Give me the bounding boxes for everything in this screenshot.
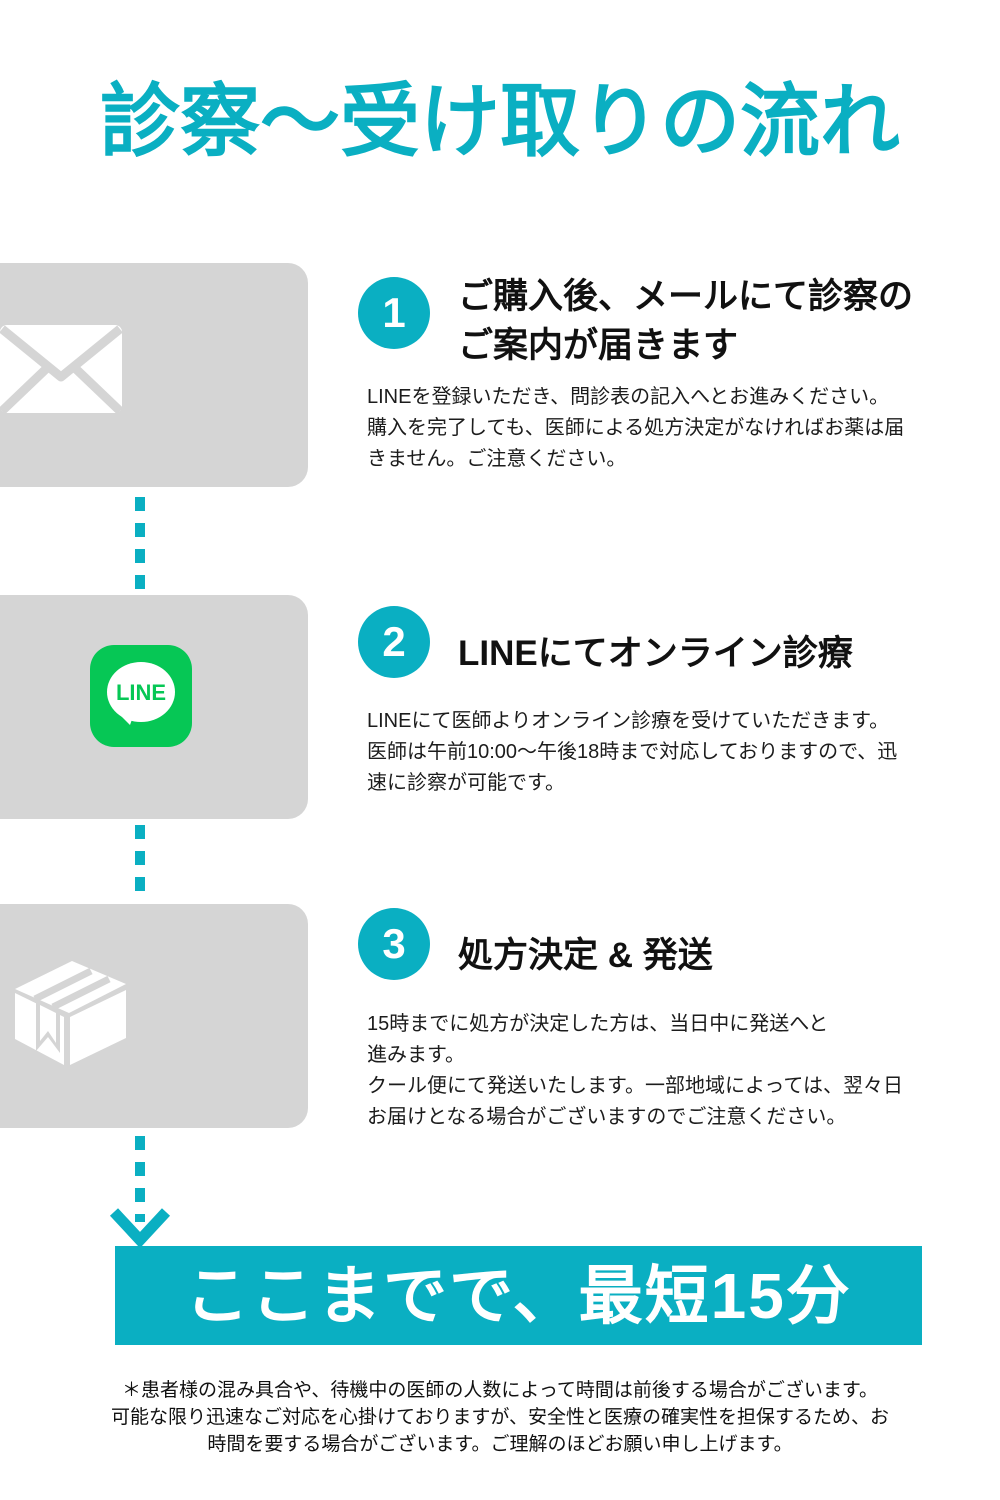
line-speech-bubble: LINE: [107, 662, 175, 725]
summary-banner-text: ここまでで、最短15分: [185, 1259, 852, 1332]
down-arrow-icon: [109, 1208, 171, 1249]
footer-disclaimer: ＊患者様の混み具合や、待機中の医師の人数によって時間は前後する場合がございます。…: [110, 1380, 890, 1455]
step3-heading: 処方決定 & 発送: [458, 936, 713, 975]
step1-body: LINEを登録いただき、問診表の記入へとお進みください。 購入を完了しても、医師…: [367, 386, 905, 470]
envelope-icon: [0, 325, 122, 413]
step3-number-badge: 3: [358, 908, 430, 980]
step1-icon-panel: [0, 263, 308, 487]
step1-number: 1: [382, 289, 406, 336]
step2-body: LINEにて医師よりオンライン診療を受けていただきます。 医師は午前10:00〜…: [367, 710, 898, 794]
summary-banner: ここまでで、最短15分: [115, 1246, 922, 1345]
line-icon-label: LINE: [116, 680, 166, 705]
flow-dashed-line: [135, 497, 145, 589]
flow-dashed-line: [135, 1136, 145, 1222]
step1-heading: ご購入後、メールにて診察の ご案内が届きます: [458, 277, 914, 365]
flow-dashed-line: [135, 825, 145, 898]
page-title: 診察〜受け取りの流れ: [100, 77, 900, 166]
step2-heading: LINEにてオンライン診療: [458, 634, 853, 673]
line-app-icon: LINE: [90, 645, 192, 747]
step3-body: 15時までに処方が決定した方は、当日中に発送へと 進みます。 クール便にて発送い…: [367, 1013, 903, 1128]
step3-number: 3: [382, 920, 406, 967]
step1-number-badge: 1: [358, 277, 430, 349]
step2-number-badge: 2: [358, 606, 430, 678]
step3-icon-panel: [0, 904, 308, 1128]
package-icon: [15, 961, 126, 1065]
step2-number: 2: [382, 618, 406, 665]
